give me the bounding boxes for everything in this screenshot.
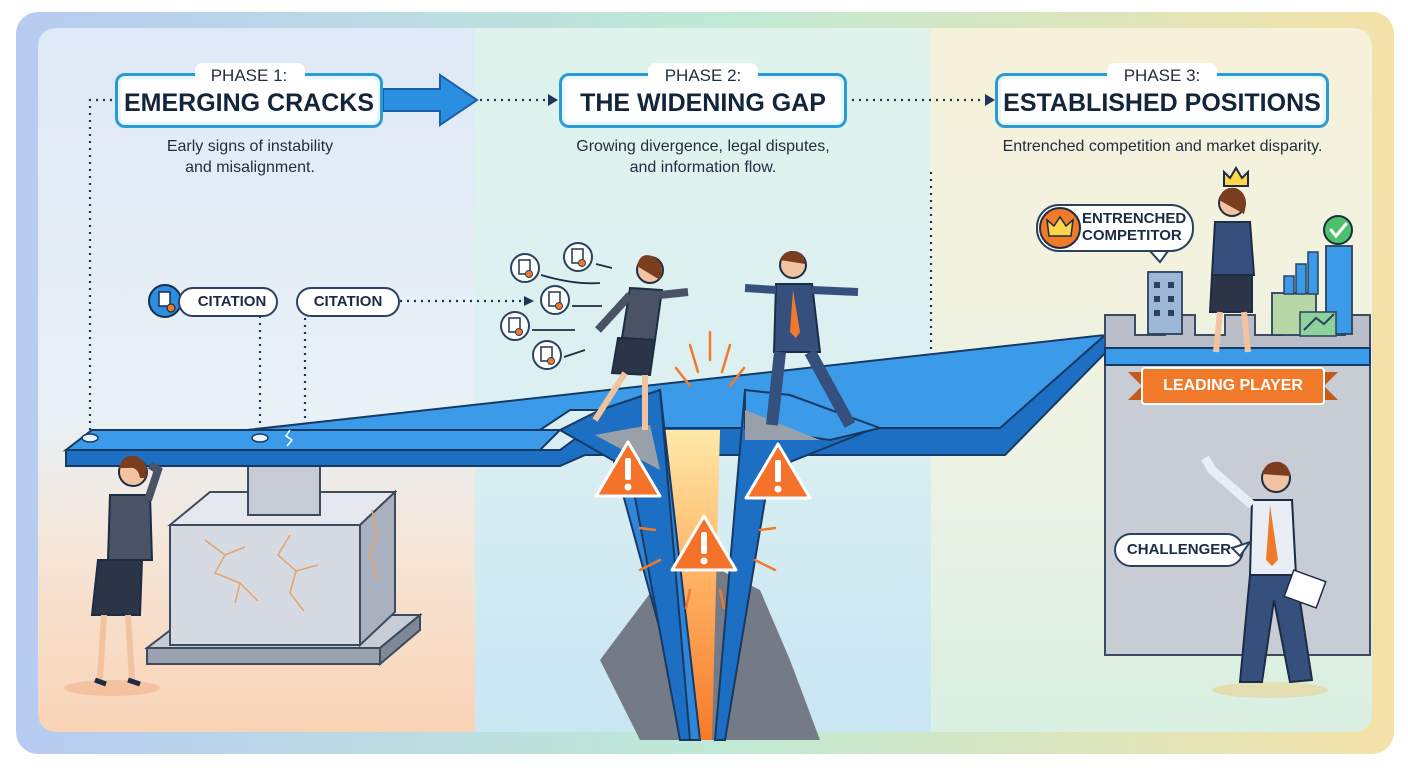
crown-icon [1036, 166, 1249, 264]
challenger-man-figure [1201, 455, 1328, 698]
check-icon [1323, 215, 1353, 245]
leading-player-label: LEADING PLAYER [1163, 377, 1303, 394]
entrenched-competitor-label: ENTRENCHED COMPETITOR [1082, 210, 1192, 244]
phase-3-title: ESTABLISHED POSITIONS [1003, 89, 1321, 117]
phase-1-kicker-bg [195, 63, 305, 93]
entrenched-line-2: COMPETITOR [1082, 227, 1182, 244]
building-icon [1147, 245, 1353, 337]
phase-3-description: Entrenched competition and market dispar… [965, 136, 1360, 157]
cracked-pillar [144, 461, 423, 667]
leader-woman-figure [1208, 187, 1256, 353]
phase-1-kicker: PHASE 1: [210, 66, 288, 85]
document-icon [148, 284, 182, 318]
phase-1-description-line-2: and misalignment. [185, 159, 315, 176]
arguing-man-figure [744, 251, 859, 428]
document-icon [500, 242, 613, 370]
phase-2-title: THE WIDENING GAP [580, 89, 826, 117]
phase-3-description-line-1: Entrenched competition and market dispar… [1002, 138, 1323, 155]
phase-3-kicker-bg [1107, 63, 1217, 93]
phase-1-description: Early signs of instability and misalignm… [110, 136, 390, 178]
warning-icon [744, 442, 812, 500]
phase-2-kicker: PHASE 2: [664, 66, 742, 85]
phase-1-description-line-1: Early signs of instability [166, 138, 334, 155]
challenger-label: CHALLENGER [1126, 541, 1232, 558]
dotted-connectors [88, 98, 985, 430]
phase-2-description-line-1: Growing divergence, legal disputes, [576, 138, 830, 155]
running-woman-figure [592, 255, 689, 430]
phase-3-kicker: PHASE 3: [1123, 66, 1201, 85]
warning-icon [670, 514, 738, 572]
warning-icon [594, 440, 662, 498]
citation-pill-2: CITATION [296, 287, 400, 317]
phase-2-description-line-2: and information flow. [629, 159, 777, 176]
phase-2-kicker-bg [648, 63, 758, 93]
arrow-icon [382, 73, 479, 127]
entrenched-line-1: ENTRENCHED [1082, 210, 1187, 227]
castle-platform [1104, 314, 1371, 656]
citation-pill-1: CITATION [178, 287, 278, 317]
challenger-bubble [1114, 533, 1253, 567]
phase-1-title: EMERGING CRACKS [123, 89, 374, 117]
phase-2-description: Growing divergence, legal disputes, and … [540, 136, 866, 178]
worried-woman-figure [64, 455, 163, 696]
leading-player-ribbon [1128, 367, 1338, 405]
